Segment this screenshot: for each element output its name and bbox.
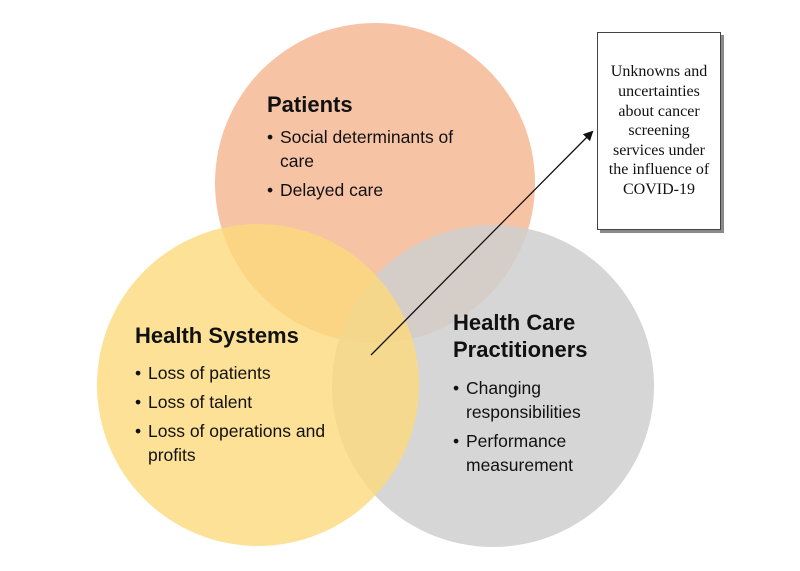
practitioners-label: Health Care Practitioners Changing respo… xyxy=(453,309,653,477)
health-systems-bullet-3: Loss of operations and profits xyxy=(135,419,333,467)
patients-label: Patients Social determinants of care Del… xyxy=(267,91,527,202)
practitioners-bullet-list: Changing responsibilities Performance me… xyxy=(453,376,653,477)
pointer-arrow xyxy=(370,130,594,356)
health-systems-bullet-2: Loss of talent xyxy=(135,390,335,414)
practitioners-title-line-1: Health Care xyxy=(453,310,576,335)
callout-text: Unknowns and uncertainties about cancer … xyxy=(608,63,710,198)
practitioners-bullet-1: Changing responsibilities xyxy=(453,376,626,424)
practitioners-title-line-2: Practitioners xyxy=(453,337,588,362)
practitioners-bullet-2: Performance measurement xyxy=(453,429,626,477)
patients-bullet-1: Social determinants of care xyxy=(267,125,485,173)
callout-box: Unknowns and uncertainties about cancer … xyxy=(597,32,721,230)
patients-bullet-2: Delayed care xyxy=(267,178,527,202)
patients-title: Patients xyxy=(267,92,353,117)
health-systems-bullet-1: Loss of patients xyxy=(135,361,335,385)
patients-bullet-list: Social determinants of care Delayed care xyxy=(267,125,527,202)
health-systems-label: Health Systems Loss of patients Loss of … xyxy=(135,322,335,467)
health-systems-bullet-list: Loss of patients Loss of talent Loss of … xyxy=(135,361,335,467)
health-systems-title: Health Systems xyxy=(135,323,299,348)
